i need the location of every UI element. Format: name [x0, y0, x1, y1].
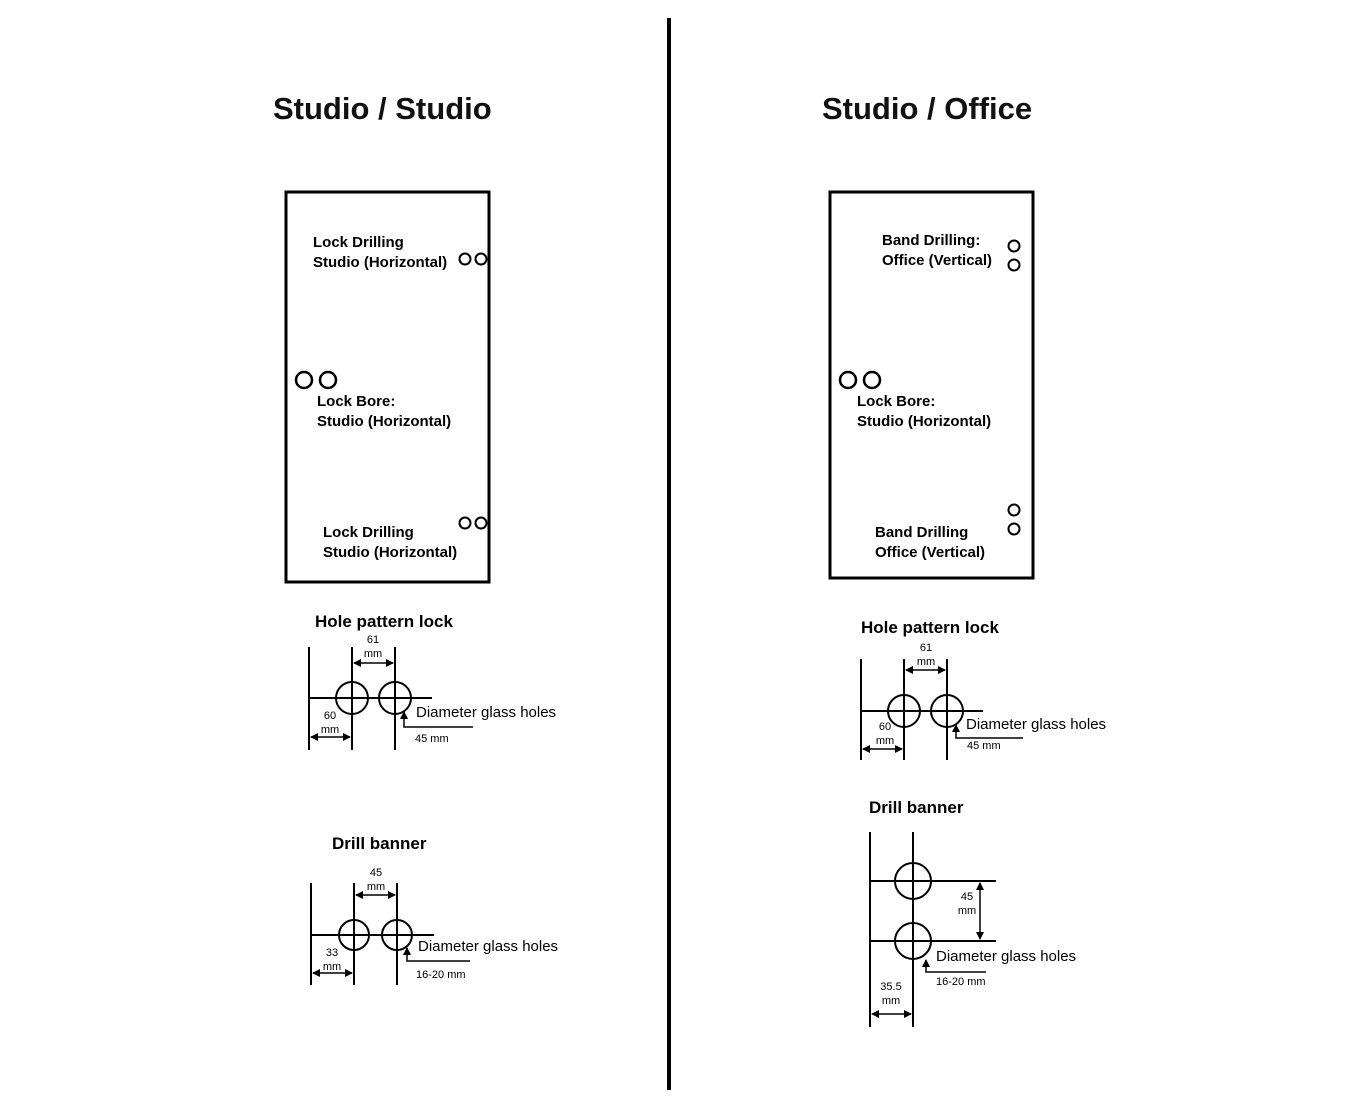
left-top-label-line1: Lock Drilling	[313, 234, 404, 251]
right-top-label-line2: Office (Vertical)	[882, 252, 993, 269]
left-hole-pattern-dim-left: 60 mm	[315, 709, 345, 737]
right-drill-banner-note-value: 16-20 mm	[936, 976, 986, 988]
right-bottom-holes	[1007, 503, 1021, 536]
right-lock-bore-label: Lock Bore: Studio (Horizontal)	[857, 392, 991, 432]
right-hole-pattern-note-value: 45 mm	[967, 740, 1001, 752]
left-bottom-label-line1: Lock Drilling	[323, 524, 414, 541]
left-hole-pattern-dim-top: 61 mm	[358, 633, 388, 661]
dim-unit: mm	[363, 648, 383, 660]
right-hole-pattern-title: Hole pattern lock	[861, 618, 999, 637]
dim-value: 61	[366, 634, 380, 646]
left-drill-banner-drawing	[310, 883, 470, 985]
left-middle-label-line2: Studio (Horizontal)	[317, 413, 452, 430]
dim-unit: mm	[875, 735, 895, 747]
right-drill-banner-drawing	[869, 832, 996, 1027]
dim-value: 45	[369, 867, 383, 879]
right-hole-pattern-drawing	[860, 659, 1023, 760]
left-bottom-drilling-label: Lock Drilling Studio (Horizontal)	[323, 523, 457, 563]
dim-value: 45	[960, 891, 974, 903]
right-hole-pattern-dim-left: 60 mm	[870, 720, 900, 748]
left-middle-holes	[294, 370, 338, 390]
dim-unit: mm	[957, 905, 977, 917]
left-drill-banner-dim-top: 45 mm	[361, 866, 391, 894]
right-top-drilling-label: Band Drilling: Office (Vertical)	[882, 231, 992, 271]
left-top-holes	[458, 252, 488, 266]
left-bottom-label-line2: Studio (Horizontal)	[323, 544, 458, 561]
left-top-drilling-label: Lock Drilling Studio (Horizontal)	[313, 233, 447, 273]
right-drill-banner-title: Drill banner	[869, 798, 964, 817]
right-door-outline	[828, 190, 1035, 580]
right-middle-label-line1: Lock Bore:	[857, 393, 936, 410]
left-lock-bore-label: Lock Bore: Studio (Horizontal)	[317, 392, 451, 432]
left-drill-banner-note-value: 16-20 mm	[416, 969, 466, 981]
right-bottom-label-line1: Band Drilling	[875, 524, 969, 541]
right-bottom-drilling-label: Band Drilling Office (Vertical)	[875, 523, 985, 563]
dim-value: 61	[919, 642, 933, 654]
right-top-label-line1: Band Drilling:	[882, 232, 981, 249]
left-drill-banner-title: Drill banner	[332, 834, 427, 853]
left-drill-banner-note: Diameter glass holes	[418, 938, 559, 955]
right-middle-label-line2: Studio (Horizontal)	[857, 413, 992, 430]
right-hole-pattern-dim-top: 61 mm	[911, 641, 941, 669]
right-hole-pattern-note: Diameter glass holes	[966, 716, 1107, 733]
dim-unit: mm	[366, 881, 386, 893]
right-section-title: Studio / Office	[822, 91, 1033, 126]
left-hole-pattern-note: Diameter glass holes	[416, 704, 557, 721]
left-section-title: Studio / Studio	[273, 91, 492, 126]
dim-unit: mm	[320, 724, 340, 736]
dim-unit: mm	[322, 961, 342, 973]
right-drill-banner-note: Diameter glass holes	[936, 948, 1077, 965]
left-bottom-holes	[458, 516, 488, 530]
left-drill-banner-dim-left: 33 mm	[317, 946, 347, 974]
dim-value: 33	[325, 947, 339, 959]
left-hole-pattern-drawing	[308, 647, 473, 750]
left-hole-pattern-title: Hole pattern lock	[315, 612, 453, 631]
right-bottom-label-line2: Office (Vertical)	[875, 544, 986, 561]
dim-value: 60	[323, 710, 337, 722]
left-middle-label-line1: Lock Bore:	[317, 393, 396, 410]
right-top-holes	[1007, 239, 1021, 272]
left-door-outline	[284, 190, 491, 584]
right-drill-banner-dim-left: 35.5 mm	[876, 980, 906, 1008]
left-top-label-line2: Studio (Horizontal)	[313, 254, 448, 271]
left-hole-pattern-note-value: 45 mm	[415, 733, 449, 745]
dim-value: 60	[878, 721, 892, 733]
right-drill-banner-dim-right: 45 mm	[952, 890, 982, 918]
dim-value: 35.5	[880, 981, 902, 993]
dim-unit: mm	[916, 656, 936, 668]
right-middle-holes	[838, 370, 882, 390]
dim-unit: mm	[881, 995, 901, 1007]
